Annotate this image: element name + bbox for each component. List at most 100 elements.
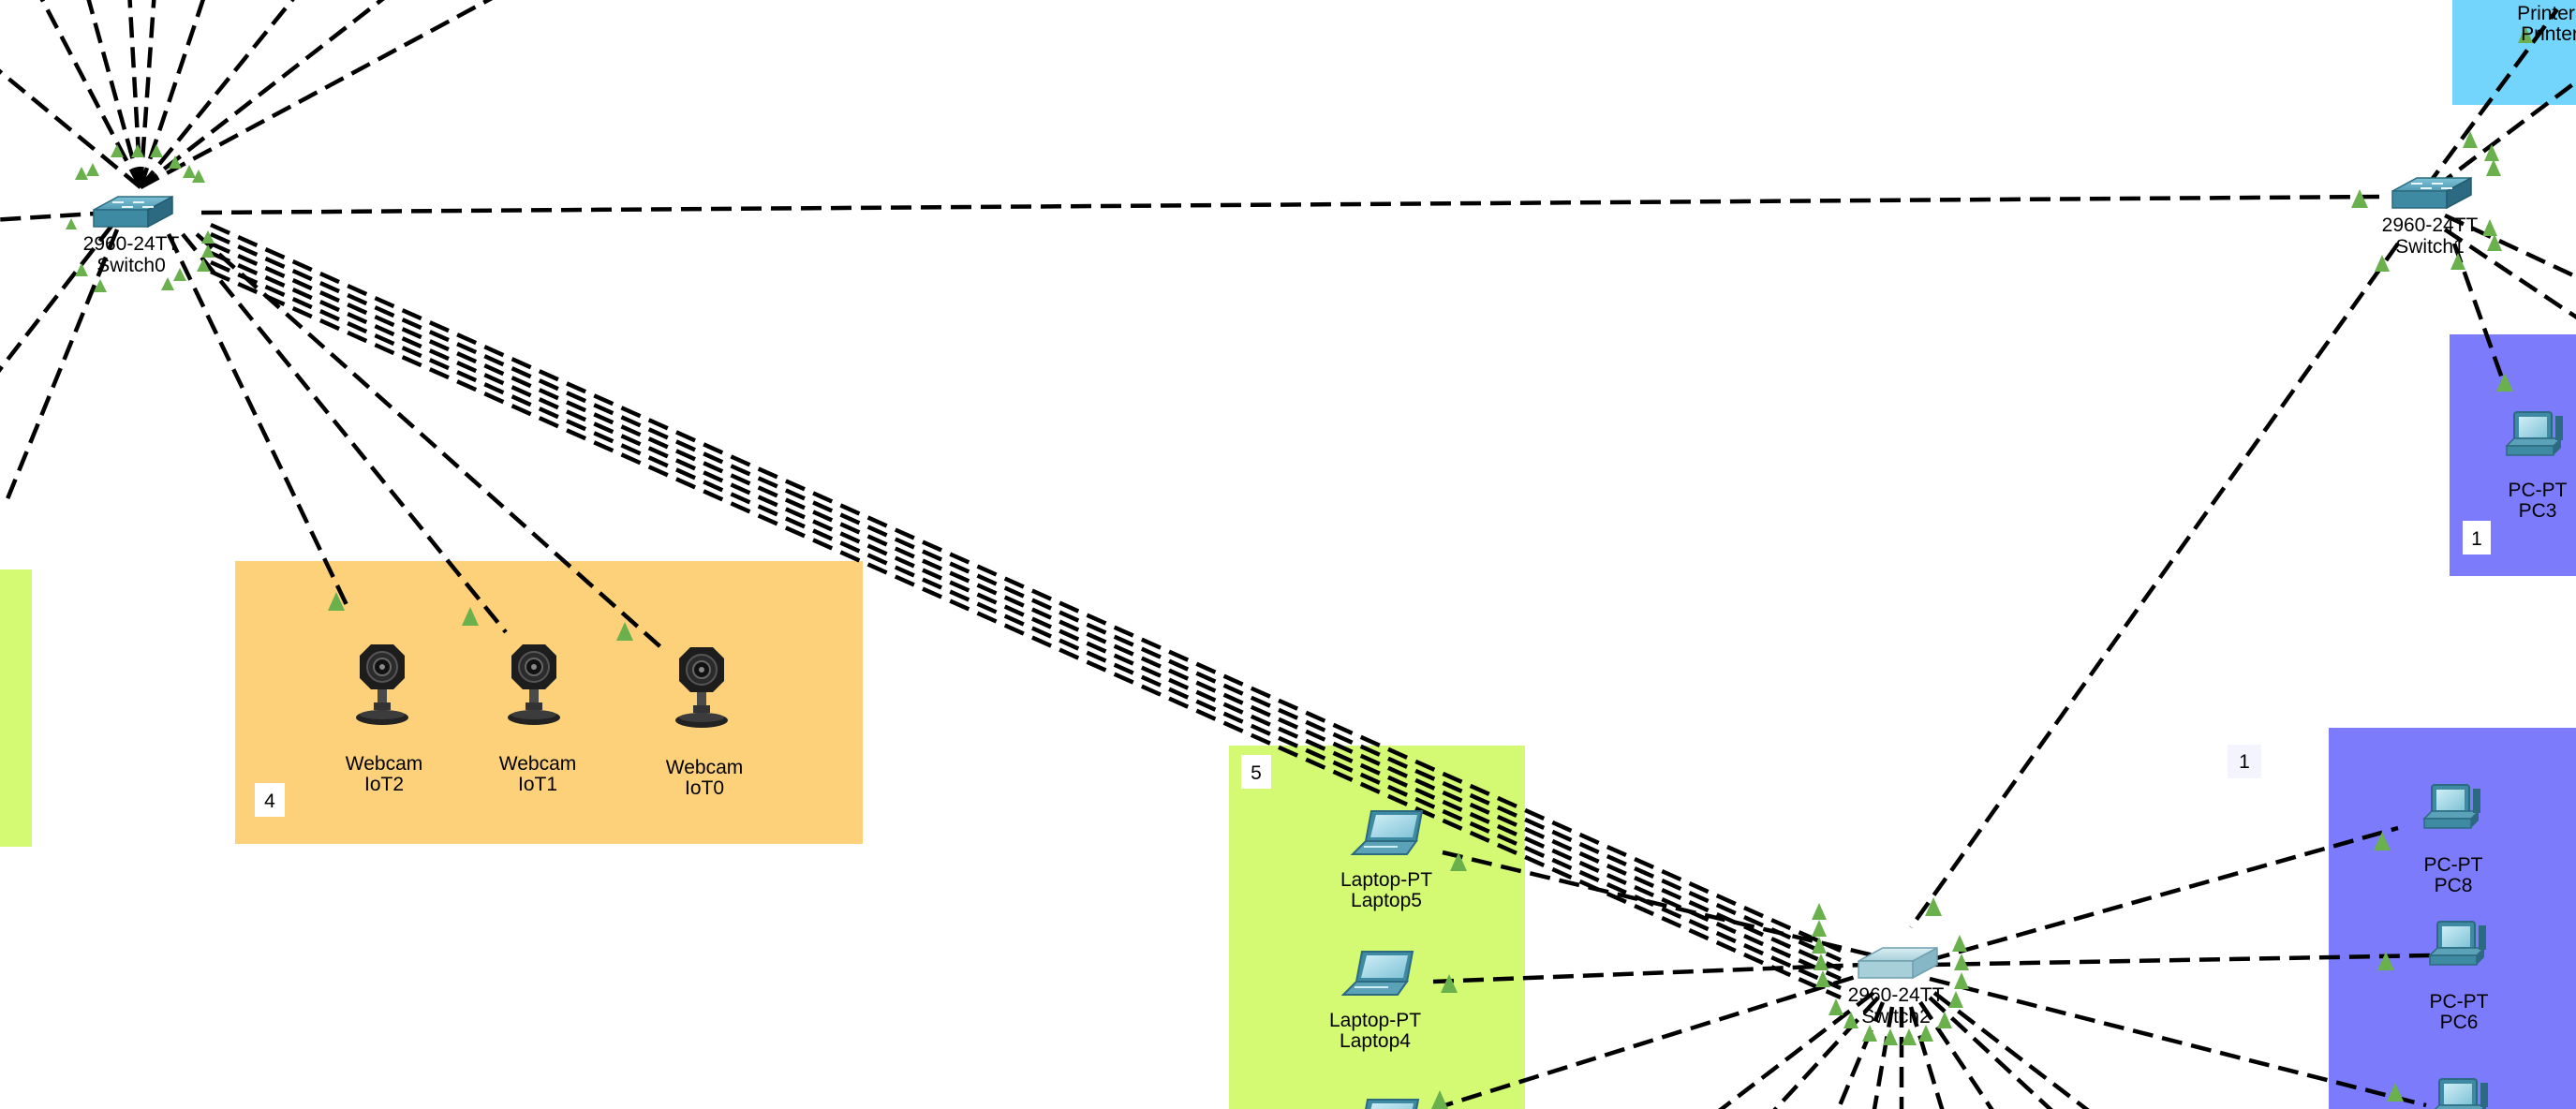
link[interactable]: [1908, 1006, 1945, 1109]
switch-icon: [2391, 177, 2472, 209]
device-model: Laptop-PT: [1340, 869, 1432, 891]
link[interactable]: [1929, 976, 2427, 1108]
link-switch2-laptop5[interactable]: [1442, 850, 1874, 958]
link-switch0-iot1[interactable]: [181, 232, 508, 634]
device-name: Laptop4: [1340, 1030, 1411, 1052]
link-light: [1883, 1028, 1898, 1045]
link-switch0-iot2[interactable]: [166, 233, 351, 610]
area-4: 4: [235, 561, 863, 844]
link-switch1-printer[interactable]: [2424, 7, 2559, 189]
link-switch0-switch2[interactable]: [210, 269, 1842, 1000]
link[interactable]: [0, 56, 142, 189]
link-light: [2450, 253, 2465, 270]
link-light: [462, 607, 479, 626]
link-switch0-switch2[interactable]: [210, 241, 1842, 972]
link[interactable]: [139, 0, 300, 189]
device-name: Switch0: [96, 255, 166, 276]
printer[interactable]: Printer Printer: [2517, 3, 2576, 45]
link-light: [1948, 991, 1963, 1008]
link[interactable]: [139, 0, 393, 189]
link[interactable]: [127, 0, 143, 188]
pc-pc6[interactable]: PC-PT PC6: [2429, 921, 2489, 1033]
link-light: [1812, 937, 1827, 954]
link-switch2-laptop4[interactable]: [1432, 962, 1865, 984]
link-light: [169, 155, 182, 169]
link-light: [111, 144, 124, 157]
area-number-box: [1241, 755, 1271, 789]
link-switch0-switch2[interactable]: [210, 231, 1842, 963]
switch-icon: [93, 196, 173, 228]
pc-pc8[interactable]: PC-PT PC8: [2423, 784, 2483, 896]
link-light: [94, 279, 107, 292]
link-switch1-pc3[interactable]: [2451, 243, 2509, 390]
device-name: Switch1: [2395, 236, 2465, 258]
switch0[interactable]: 2960-24TT Switch0: [83, 196, 180, 276]
area-number-5: 5: [1251, 762, 1262, 784]
laptop-laptop5[interactable]: Laptop-PT Laptop5: [1340, 810, 1432, 911]
link-switch0-iot0[interactable]: [195, 232, 667, 653]
link[interactable]: [0, 223, 114, 393]
link[interactable]: [138, 0, 156, 188]
link-light: [1937, 1012, 1952, 1028]
webcam-iot2[interactable]: Webcam IoT2: [346, 643, 422, 795]
device-name: Laptop5: [1351, 890, 1422, 911]
link[interactable]: [1770, 996, 1880, 1109]
link-switch0-switch2[interactable]: [210, 250, 1842, 982]
webcam-iot0[interactable]: Webcam IoT0: [666, 646, 743, 799]
link[interactable]: [139, 0, 506, 189]
link[interactable]: [1714, 991, 1875, 1109]
link-light: [1952, 935, 1967, 952]
link-light: [183, 165, 196, 178]
area-number-1-top: 1: [2471, 528, 2482, 550]
link-light: [150, 144, 163, 157]
area-number-1-bottom: 1: [2239, 751, 2250, 773]
laptop-laptop4[interactable]: Laptop-PT Laptop4: [1329, 951, 1421, 1052]
link[interactable]: [0, 208, 141, 222]
area-number-box: [2463, 521, 2491, 554]
device-name: IoT1: [518, 774, 557, 795]
link-light: [192, 170, 205, 183]
link-light: [1918, 1025, 1933, 1042]
area-printer: [2452, 0, 2576, 105]
link-switch0-switch1[interactable]: [200, 194, 2380, 215]
link-light: [201, 244, 215, 258]
device-model: Webcam: [346, 753, 422, 775]
link[interactable]: [1932, 991, 2094, 1109]
link-light: [1828, 998, 1843, 1015]
link-light: [2351, 189, 2368, 208]
link-light: [1954, 972, 1969, 989]
link-light: [1814, 954, 1828, 970]
area-left: [0, 569, 32, 847]
link[interactable]: [2434, 75, 2576, 189]
device-name: IoT2: [364, 774, 404, 795]
link-switch2-pc6[interactable]: [1929, 953, 2432, 968]
link[interactable]: [1928, 996, 2056, 1109]
link-switch1-switch2[interactable]: [1909, 242, 2400, 929]
link-light: [1815, 970, 1830, 987]
link-switch0-switch2[interactable]: [210, 222, 1842, 954]
link-light: [2463, 131, 2478, 148]
link-switch0-switch2[interactable]: [210, 259, 1842, 991]
link[interactable]: [1432, 971, 1865, 1109]
link[interactable]: [1836, 1001, 1886, 1109]
link-light: [328, 592, 345, 611]
link[interactable]: [1872, 1006, 1895, 1109]
link[interactable]: [86, 0, 143, 188]
link-light: [1431, 1090, 1448, 1109]
link[interactable]: [1918, 1000, 1995, 1109]
link-light: [1954, 954, 1969, 970]
pc-pc3[interactable]: PC-PT PC3: [2506, 411, 2568, 522]
port-indicators: [66, 26, 2533, 1109]
webcam-iot1[interactable]: Webcam IoT1: [499, 643, 576, 795]
link-light: [1812, 903, 1827, 920]
link[interactable]: [37, 0, 142, 189]
link-switch2-pc8[interactable]: [1929, 825, 2399, 963]
link[interactable]: [2, 229, 120, 507]
switch1[interactable]: 2960-24TT Switch1: [2382, 177, 2479, 258]
link[interactable]: [2444, 213, 2576, 281]
switch-icon: [1858, 947, 1938, 979]
link-light: [1925, 897, 1942, 916]
switch2[interactable]: 2960-24TT Switch2: [1848, 947, 1945, 1028]
link-light: [131, 144, 144, 157]
